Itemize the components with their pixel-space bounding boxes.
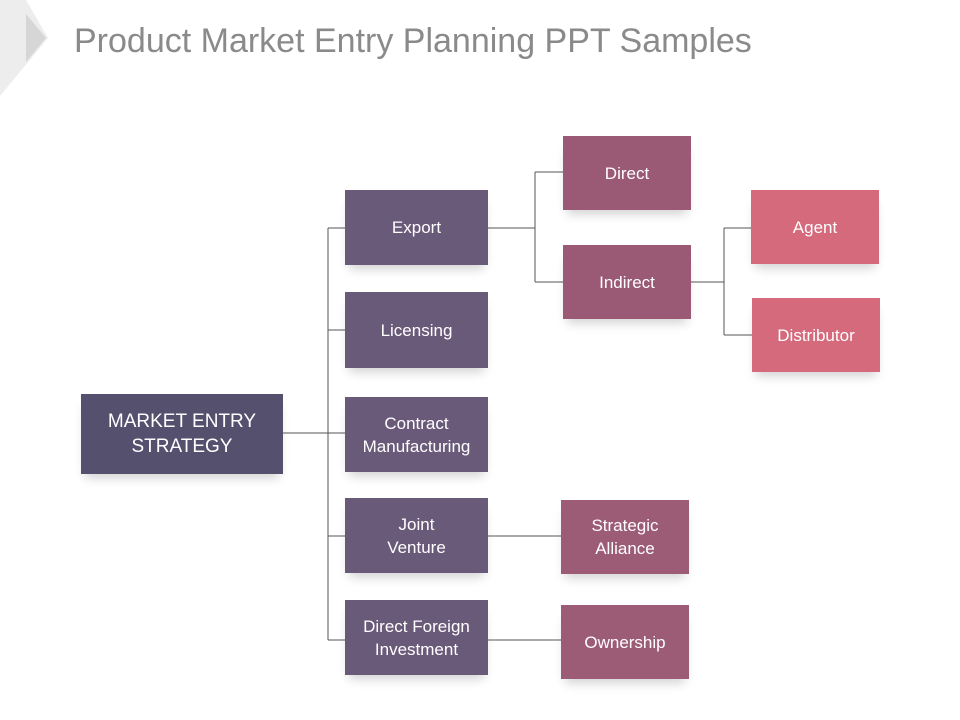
export-node: Export: [345, 190, 488, 265]
indirect-node: Indirect: [563, 245, 691, 319]
indirect-label: Indirect: [599, 272, 655, 292]
market-entry-strategy-node: MARKET ENTRY STRATEGY: [81, 394, 283, 474]
corner-chevron-icon: [0, 0, 48, 96]
joint-venture-label: Joint Venture: [387, 514, 446, 557]
licensing-label: Licensing: [380, 320, 453, 340]
agent-label: Agent: [792, 217, 838, 237]
distributor-node: Distributor: [752, 298, 880, 372]
licensing-node: Licensing: [345, 292, 488, 368]
market-entry-strategy-label: MARKET ENTRY STRATEGY: [107, 411, 257, 457]
contract-manufacturing-label: Contract Manufacturing: [362, 413, 471, 456]
direct-foreign-investment-label: Direct Foreign Investment: [363, 616, 470, 659]
contract-manufacturing-node: Contract Manufacturing: [345, 397, 488, 472]
strategic-alliance-label: Strategic Alliance: [591, 516, 659, 558]
direct-foreign-investment-node: Direct Foreign Investment: [345, 600, 488, 675]
distributor-label: Distributor: [777, 325, 855, 345]
strategic-alliance-node: Strategic Alliance: [561, 500, 689, 574]
ownership-label: Ownership: [584, 632, 666, 652]
page-title: Product Market Entry Planning PPT Sample…: [74, 22, 752, 60]
joint-venture-node: Joint Venture: [345, 498, 488, 573]
agent-node: Agent: [751, 190, 879, 264]
direct-label: Direct: [604, 163, 650, 183]
ownership-node: Ownership: [561, 605, 689, 679]
direct-node: Direct: [563, 136, 691, 210]
export-label: Export: [391, 218, 442, 237]
